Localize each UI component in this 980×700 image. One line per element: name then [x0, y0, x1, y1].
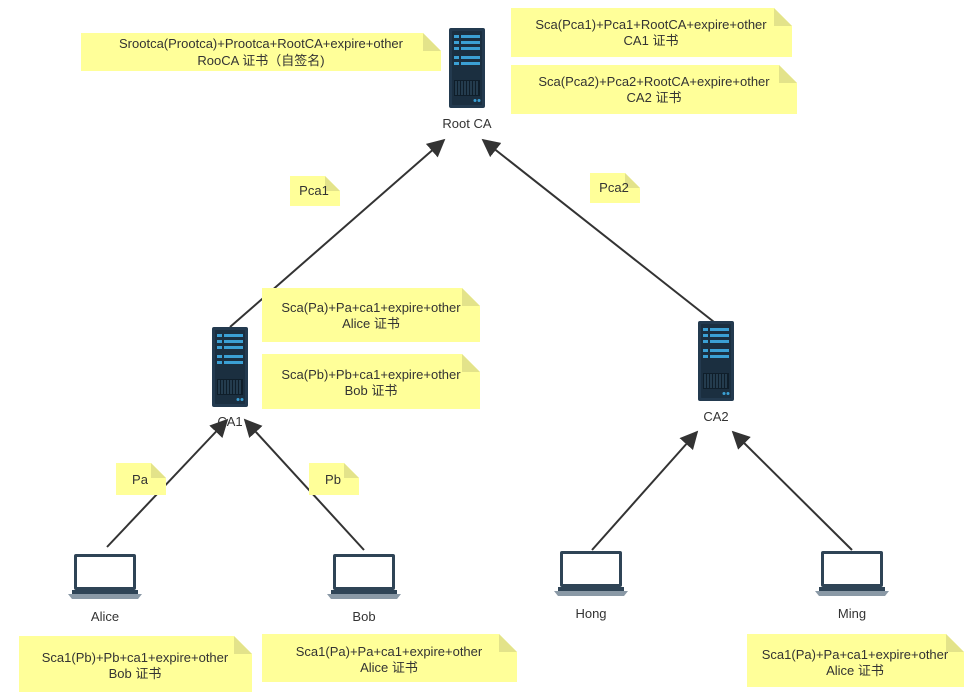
- note-root-cert-line2: RooCA 证书（自签名): [197, 53, 324, 68]
- note-alice-cert-ca1-line1: Sca(Pa)+Pa+ca1+expire+other: [281, 300, 461, 315]
- ca2-label: CA2: [703, 409, 728, 424]
- edge-label-pca2: Pca2: [590, 173, 640, 203]
- note-ca2-cert-line1: Sca(Pca2)+Pca2+RootCA+expire+other: [538, 74, 770, 89]
- ming-laptop-icon: [815, 551, 889, 596]
- edge-hong-to-ca2: [591, 430, 699, 551]
- edge-ming-to-ca2: [731, 430, 853, 551]
- ca1-label: CA1: [217, 414, 242, 429]
- ca1-server-icon: [211, 326, 249, 408]
- edge-label-pa-text: Pa: [132, 472, 149, 487]
- note-ca1-cert: Sca(Pca1)+Pca1+RootCA+expire+other CA1 证…: [511, 8, 792, 57]
- note-bob-cert-ca1-line1: Sca(Pb)+Pb+ca1+expire+other: [281, 367, 461, 382]
- alice-label: Alice: [91, 609, 119, 624]
- edge-label-pb-text: Pb: [325, 472, 341, 487]
- edge-label-pca1-text: Pca1: [299, 183, 329, 198]
- root-ca-server-icon: [448, 27, 486, 109]
- note-root-cert: Srootca(Prootca)+Prootca+RootCA+expire+o…: [81, 33, 441, 71]
- edge-ca2-to-root: [481, 138, 715, 323]
- note-alice-cert-ca1-line2: Alice 证书: [342, 316, 400, 331]
- note-ming-holds-line2: Alice 证书: [826, 663, 884, 678]
- edge-label-pca2-text: Pca2: [599, 180, 629, 195]
- edge-alice-to-ca1: [106, 418, 229, 548]
- bob-laptop-icon: [327, 554, 401, 599]
- note-alice-cert-ca1: Sca(Pa)+Pa+ca1+expire+other Alice 证书: [262, 288, 480, 342]
- note-root-cert-line1: Srootca(Prootca)+Prootca+RootCA+expire+o…: [119, 36, 404, 51]
- ca2-server-icon: [697, 320, 735, 402]
- note-ming-holds-line1: Sca1(Pa)+Pa+ca1+expire+other: [762, 647, 949, 662]
- ming-label: Ming: [838, 606, 866, 621]
- note-bob-cert-ca1: Sca(Pb)+Pb+ca1+expire+other Bob 证书: [262, 354, 480, 409]
- root-ca-label: Root CA: [442, 116, 491, 131]
- edge-label-pca1: Pca1: [290, 176, 340, 206]
- note-bob-holds-line1: Sca1(Pa)+Pa+ca1+expire+other: [296, 644, 483, 659]
- alice-laptop-icon: [68, 554, 142, 599]
- edge-bob-to-ca1: [243, 418, 365, 551]
- edge-label-pb: Pb: [309, 463, 359, 495]
- note-bob-holds: Sca1(Pa)+Pa+ca1+expire+other Alice 证书: [262, 634, 517, 682]
- note-alice-holds-line2: Bob 证书: [109, 666, 162, 681]
- note-alice-holds-line1: Sca1(Pb)+Pb+ca1+expire+other: [42, 650, 229, 665]
- note-ca2-cert-line2: CA2 证书: [627, 90, 682, 105]
- edge-label-pa: Pa: [116, 463, 166, 495]
- note-ming-holds: Sca1(Pa)+Pa+ca1+expire+other Alice 证书: [747, 634, 964, 687]
- hong-label: Hong: [575, 606, 606, 621]
- note-bob-cert-ca1-line2: Bob 证书: [345, 383, 398, 398]
- hong-laptop-icon: [554, 551, 628, 596]
- note-alice-holds: Sca1(Pb)+Pb+ca1+expire+other Bob 证书: [19, 636, 252, 692]
- note-ca1-cert-line1: Sca(Pca1)+Pca1+RootCA+expire+other: [535, 17, 767, 32]
- edges: [106, 138, 853, 551]
- note-ca1-cert-line2: CA1 证书: [624, 33, 679, 48]
- bob-label: Bob: [352, 609, 375, 624]
- note-bob-holds-line2: Alice 证书: [360, 660, 418, 675]
- note-ca2-cert: Sca(Pca2)+Pca2+RootCA+expire+other CA2 证…: [511, 65, 797, 114]
